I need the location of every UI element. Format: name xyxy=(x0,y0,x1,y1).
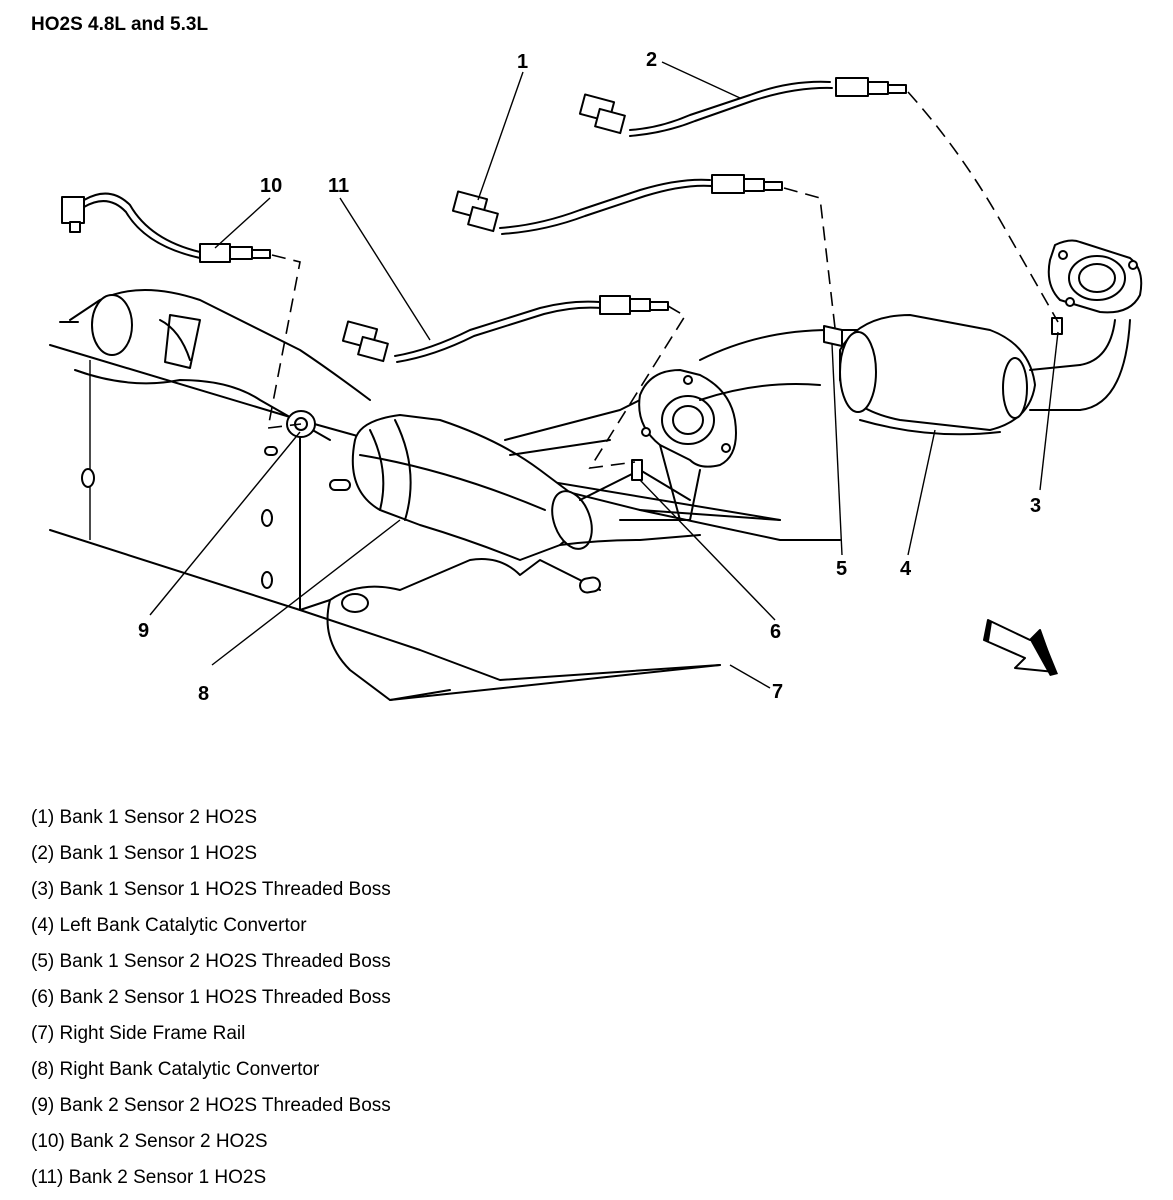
callout-3: 3 xyxy=(1030,495,1041,517)
right-bank-exhaust xyxy=(59,289,737,561)
leader-lines xyxy=(149,61,1059,689)
legend-item: (7) Right Side Frame Rail xyxy=(31,1023,246,1044)
legend-item: (6) Bank 2 Sensor 1 HO2S Threaded Boss xyxy=(31,987,391,1008)
legend-item: (5) Bank 1 Sensor 2 HO2S Threaded Boss xyxy=(31,951,391,972)
callout-2: 2 xyxy=(646,49,657,71)
bank1-sensor1-threaded-boss xyxy=(1051,317,1063,335)
bank2-sensor1-ho2s xyxy=(341,295,669,363)
legend-item: (2) Bank 1 Sensor 1 HO2S xyxy=(31,843,257,864)
right-side-frame-rail xyxy=(49,344,841,701)
legend-item: (1) Bank 1 Sensor 2 HO2S xyxy=(31,807,257,828)
legend-item: (3) Bank 1 Sensor 1 HO2S Threaded Boss xyxy=(31,879,391,900)
legend-item: (9) Bank 2 Sensor 2 HO2S Threaded Boss xyxy=(31,1095,391,1116)
bank1-sensor1-ho2s xyxy=(578,77,907,137)
callout-7: 7 xyxy=(772,681,783,703)
callout-4: 4 xyxy=(900,558,912,580)
right-manifold-flange xyxy=(638,369,737,521)
diagram-title: HO2S 4.8L and 5.3L xyxy=(31,14,209,35)
bank2-sensor1-threaded-boss xyxy=(631,459,643,481)
legend-item: (10) Bank 2 Sensor 2 HO2S xyxy=(31,1131,268,1152)
legend-item: (4) Left Bank Catalytic Convertor xyxy=(31,915,307,936)
exhaust-o2-sensor-diagram: 1 2 3 4 5 6 7 8 9 10 11 xyxy=(49,49,1143,705)
bank2-sensor2-ho2s xyxy=(61,192,271,263)
callout-5: 5 xyxy=(836,558,847,580)
callout-8: 8 xyxy=(198,683,209,705)
callout-11: 11 xyxy=(328,175,349,197)
left-manifold-flange xyxy=(1047,239,1143,314)
install-path-1-5 xyxy=(783,187,836,329)
forward-arrow-icon xyxy=(983,619,1058,676)
install-path-11-6 xyxy=(588,305,687,470)
callout-6: 6 xyxy=(770,621,781,643)
parts-legend: (1) Bank 1 Sensor 2 HO2S (2) Bank 1 Sens… xyxy=(31,800,391,1196)
install-path-10-9 xyxy=(267,254,302,429)
callout-9: 9 xyxy=(138,620,149,642)
legend-item: (8) Right Bank Catalytic Convertor xyxy=(31,1059,320,1080)
bank1-sensor2-threaded-boss xyxy=(823,325,843,347)
install-path-2-3 xyxy=(907,91,1059,323)
callout-10: 10 xyxy=(260,175,282,197)
callout-1: 1 xyxy=(517,51,528,73)
left-bank-exhaust xyxy=(699,239,1143,436)
bank1-sensor2-ho2s xyxy=(451,174,783,235)
legend-item: (11) Bank 2 Sensor 1 HO2S xyxy=(31,1167,267,1188)
